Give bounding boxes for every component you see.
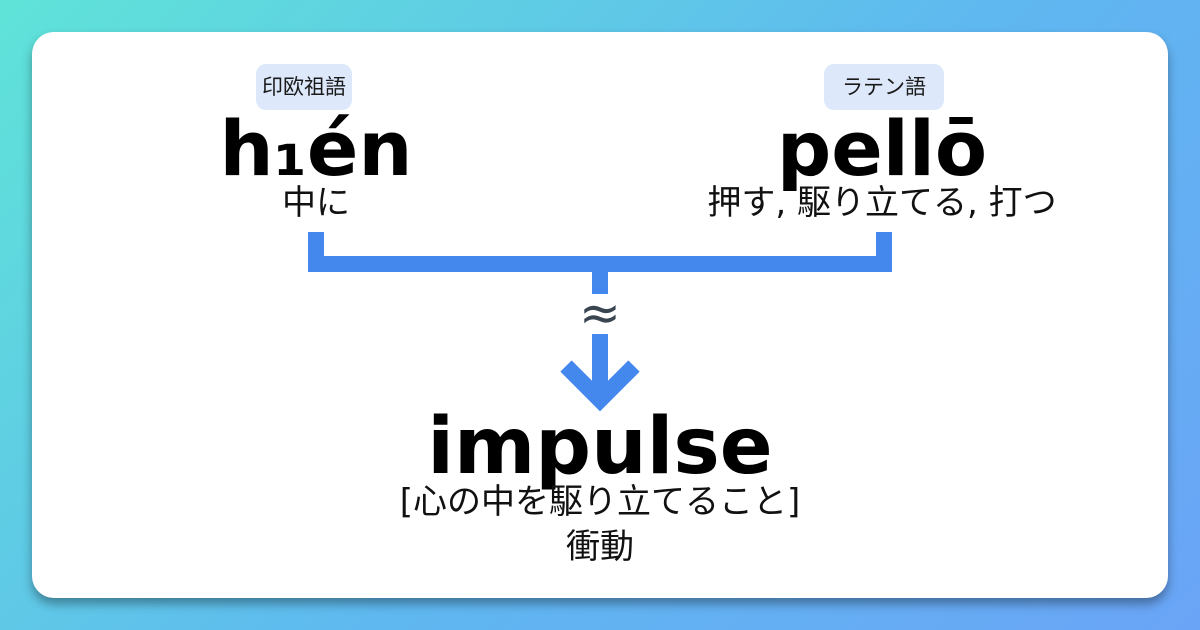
language-badge-left: 印欧祖語 xyxy=(256,64,352,110)
result-translation: 衝動 xyxy=(566,527,634,567)
result-meaning: [心の中を駆り立てること] xyxy=(399,482,801,522)
result-word: impulse xyxy=(427,402,773,492)
etymology-card: 印欧祖語 ラテン語 h₁én pellō 中に 押す, 駆り立てる, 打つ ≈ … xyxy=(32,32,1168,598)
language-badge-right: ラテン語 xyxy=(824,64,944,110)
connector-lines xyxy=(308,232,892,412)
source-word-right: pellō xyxy=(776,104,988,193)
source-meaning-right: 押す, 駆り立てる, 打つ xyxy=(707,183,1057,223)
arrow-head xyxy=(560,360,640,412)
source-word-left: h₁én xyxy=(219,104,413,193)
approx-symbol: ≈ xyxy=(579,284,621,342)
source-meaning-left: 中に xyxy=(282,183,350,223)
